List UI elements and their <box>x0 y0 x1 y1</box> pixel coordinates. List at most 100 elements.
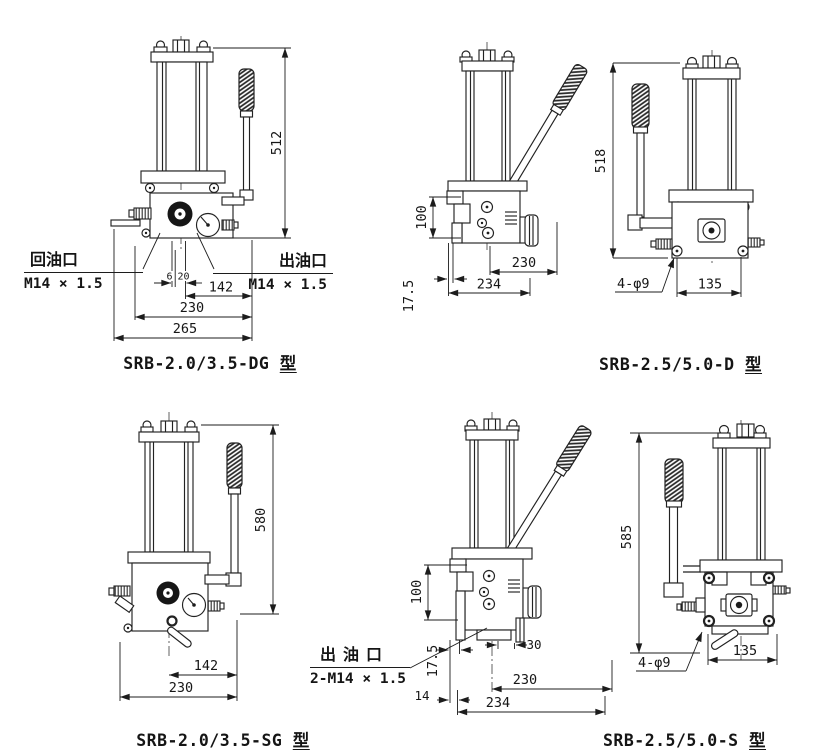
figure-sg-front: 580 142 230 <box>108 412 279 701</box>
sight-glass <box>156 581 180 605</box>
dim-label-230: 230 <box>180 300 204 316</box>
caption-dg-model: SRB-2.0/3.5-DG <box>123 354 280 373</box>
outlet-port-label: 出油口 M14 × 1.5 <box>213 247 333 293</box>
figure-sg-side: 100 17.5 30 14 230 234 <box>409 412 613 716</box>
pump-body <box>449 558 542 643</box>
dim-label-17-5: 17.5 <box>425 645 441 678</box>
reservoir-top-plate <box>150 51 214 63</box>
reservoir-cylinder <box>469 439 515 549</box>
return-port-label: 回油口 M14 × 1.5 <box>24 246 143 292</box>
reservoir-top-bolts <box>464 418 520 432</box>
caption-dg-type: 型 <box>279 354 297 373</box>
caption-s-model: SRB-2.5/5.0-S <box>602 731 750 750</box>
dim-label-230: 230 <box>513 672 537 688</box>
dim-label-580: 580 <box>253 508 269 532</box>
dim-label-585: 585 <box>619 525 635 549</box>
drain-handle <box>711 629 739 650</box>
sg-outlet-port-label: 出油口 2-M14 × 1.5 <box>310 641 410 687</box>
caption-s-type: 型 <box>749 731 767 750</box>
dim-265: 265 <box>113 229 253 342</box>
hand-lever <box>204 442 243 587</box>
reservoir-top-plate <box>712 437 771 449</box>
reservoir-top-plate <box>138 431 200 443</box>
pump-body <box>702 571 776 635</box>
dim-100: 100 <box>414 196 461 239</box>
reservoir-cylinder <box>156 61 208 172</box>
outlet-port-name: 出油口 <box>213 247 333 274</box>
caption-dg: SRB-2.0/3.5-DG 型 <box>85 350 335 374</box>
reservoir-top-plate <box>682 67 741 80</box>
caption-sg-model: SRB-2.0/3.5-SG <box>136 731 293 750</box>
hand-lever <box>221 68 255 206</box>
reservoir-top-bolts <box>140 420 198 433</box>
dim-585: 585 <box>619 432 722 654</box>
reservoir-cylinder <box>687 78 737 191</box>
dim-135: 135 <box>676 257 742 297</box>
mounting-flange <box>451 547 533 560</box>
reservoir-top-plate <box>465 429 519 441</box>
dim-230: 230 <box>134 246 252 321</box>
dim-label-265: 265 <box>173 321 197 337</box>
dim-4-phi9: 4-φ9 <box>615 257 675 293</box>
dim-label-4-phi9: 4-φ9 <box>617 276 650 292</box>
figure-dg-front: 512 6 20 142 230 265 <box>110 36 291 342</box>
mounting-flange <box>668 189 754 203</box>
pressure-gauge <box>195 212 221 238</box>
dim-label-height: 512 <box>269 131 285 155</box>
center-fitting <box>697 218 726 243</box>
mounting-flange <box>127 551 211 564</box>
dim-230: 230 <box>489 222 558 276</box>
outlet-port-leader <box>409 627 488 669</box>
pump-body <box>446 190 539 247</box>
right-fitting <box>747 237 765 248</box>
return-port-leader <box>142 232 161 270</box>
return-fitting <box>110 207 152 238</box>
dim-234: 234 <box>448 277 531 297</box>
dim-label-135: 135 <box>698 277 722 293</box>
figure-d-front: 518 <box>593 50 765 297</box>
hand-lever <box>663 458 701 598</box>
dim-label-234: 234 <box>486 695 510 711</box>
dim-label-14: 14 <box>414 688 429 703</box>
pressure-gauge <box>181 592 207 618</box>
dim-label-234: 234 <box>477 277 501 293</box>
dim-6-20: 6 20 <box>154 241 202 299</box>
dim-135: 135 <box>707 634 778 665</box>
return-port-thread: M14 × 1.5 <box>24 276 103 292</box>
dim-label-100: 100 <box>414 205 430 229</box>
right-fitting <box>772 585 791 595</box>
caption-d: SRB-2.5/5.0-D 型 <box>578 351 783 375</box>
reservoir-top-bolts <box>717 423 767 439</box>
dim-142: 142 <box>185 280 252 300</box>
dim-512: 512 <box>213 47 291 239</box>
dim-14: 14 <box>414 688 470 715</box>
dim-518: 518 <box>593 62 680 259</box>
reservoir-cylinder <box>717 447 766 561</box>
dim-label-230: 230 <box>169 680 193 696</box>
outlet-fitting <box>221 219 239 231</box>
mounting-flange <box>140 170 226 184</box>
valve-knob <box>166 615 178 627</box>
return-fitting <box>108 585 135 633</box>
dim-580: 580 <box>201 424 279 615</box>
outlet-fitting <box>207 600 225 612</box>
dim-label-142: 142 <box>209 280 233 296</box>
dim-230: 230 <box>492 660 613 693</box>
dim-label-4-phi9: 4-φ9 <box>638 655 671 671</box>
figure-dg-side: 100 17.5 230 234 <box>401 42 588 312</box>
dim-label-142: 142 <box>194 658 218 674</box>
dim-label-230: 230 <box>512 255 536 271</box>
caption-s: SRB-2.5/5.0-S 型 <box>582 727 787 751</box>
dim-label-100: 100 <box>409 580 425 604</box>
return-port-name: 回油口 <box>24 246 143 273</box>
mounting-flange <box>699 559 783 573</box>
dim-label-518: 518 <box>593 149 609 173</box>
dim-234: 234 <box>457 695 606 716</box>
drain-handle <box>167 626 192 648</box>
reservoir-top-bolts <box>685 55 739 70</box>
reservoir-cylinder <box>144 441 194 553</box>
reservoir-top-bolts <box>153 39 211 53</box>
dim-100: 100 <box>409 564 467 621</box>
sight-glass <box>167 201 193 227</box>
